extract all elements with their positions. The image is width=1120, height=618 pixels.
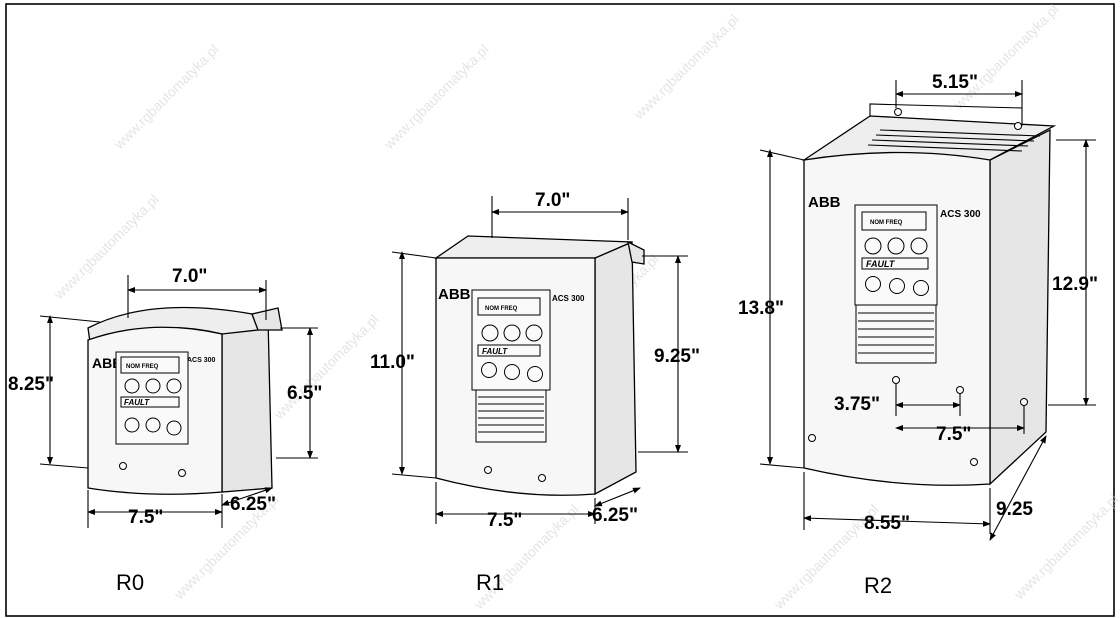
r0-bottom-width-label: 7.5" (128, 507, 163, 528)
r1-frame-label: R1 (476, 570, 504, 595)
r2-loc-button (913, 280, 929, 296)
r0-loc-button (166, 420, 182, 436)
r2-vent (855, 304, 937, 364)
drive-r0: ABB ACS 300 NOM FREQ FAULT 7.0" 8.25" 6.… (8, 266, 322, 595)
r1-brand-logo: ABB (438, 286, 471, 303)
r1-down-button (503, 324, 521, 342)
r1-vent (475, 389, 547, 443)
watermark: www.rgbautomatyka.pl (630, 11, 742, 123)
watermark: www.rgbautomatyka.pl (380, 41, 492, 153)
r2-frame-label: R2 (864, 573, 892, 598)
r2-start-button (865, 276, 881, 292)
r0-start-button (124, 417, 140, 433)
r2-display (861, 211, 927, 231)
r2-brand-logo: ABB (808, 194, 841, 211)
r2-screw (970, 458, 978, 466)
r2-fault-text: FAULT (866, 259, 896, 269)
r0-fault-text: FAULT (124, 398, 150, 407)
r0-height-left-label: 8.25" (8, 374, 54, 395)
r2-bottom-width-label: 8.55" (864, 513, 910, 534)
watermark: www.rgbautomatyka.pl (110, 41, 222, 153)
r0-model-name: ACS 300 (187, 357, 216, 364)
r1-up-button (525, 324, 543, 342)
r0-stop-button (145, 417, 161, 433)
r0-display (120, 356, 180, 374)
r2-stop-button (889, 278, 905, 294)
r1-screw (484, 466, 492, 474)
r0-screw (178, 469, 186, 477)
r2-down-button (887, 237, 905, 255)
r1-stop-button (504, 364, 520, 380)
r0-down-button (145, 378, 161, 394)
r2-screw (1020, 398, 1028, 406)
diagram-frame (5, 3, 1115, 617)
r0-depth-label: 6.25" (230, 494, 276, 515)
r1-height-left-label: 11.0" (370, 352, 415, 373)
r1-side-panel (594, 241, 637, 496)
r1-fault-text: FAULT (482, 347, 508, 356)
r1-depth-label: 6.25" (592, 505, 638, 526)
r2-display-text: NOM FREQ (870, 220, 903, 226)
r2-mounting-plate (869, 103, 1023, 126)
r2-depth-label: 9.25 (996, 499, 1033, 520)
r0-side-panel (221, 317, 273, 493)
r0-bracket (251, 307, 283, 331)
r2-inner-small-label: 3.75" (834, 394, 880, 415)
r1-model-name: ACS 300 (552, 294, 585, 303)
r0-up-button (166, 378, 182, 394)
r1-display (477, 297, 541, 316)
r1-bracket (627, 240, 645, 265)
r2-height-right-label: 12.9" (1052, 274, 1098, 295)
r2-height-left-label: 13.8" (738, 298, 784, 319)
r1-loc-button (527, 366, 543, 382)
r2-reset-button (864, 237, 882, 255)
r1-reset-button (481, 324, 499, 342)
watermark: www.rgbautomatyka.pl (50, 191, 162, 303)
r2-fault-bar (861, 257, 929, 270)
r2-inner-width-label: 7.5" (936, 424, 971, 445)
r2-top-width-label: 5.15" (932, 72, 978, 93)
r2-mount-hole (894, 108, 902, 116)
r2-depth-line (989, 435, 1047, 541)
r2-heatsink-fins (867, 129, 1041, 152)
r2-mount-hole (1014, 122, 1022, 130)
r2-screw (808, 434, 816, 442)
r1-top (433, 235, 633, 259)
r0-display-text: NOM FREQ (126, 364, 159, 370)
r2-bottom-width-line (803, 515, 991, 527)
r1-fault-bar (477, 344, 541, 357)
r2-screw (956, 386, 964, 394)
r2-screw (892, 376, 900, 384)
r1-screw (538, 474, 546, 482)
r0-top-width-label: 7.0" (172, 266, 207, 287)
r1-depth-line (594, 487, 641, 507)
r2-up-button (910, 237, 928, 255)
watermark: www.rgbautomatyka.pl (950, 1, 1062, 113)
r1-bottom-width-label: 7.5" (487, 510, 522, 531)
r1-top-width-label: 7.0" (535, 190, 570, 211)
r1-height-right-label: 9.25" (654, 346, 700, 367)
r0-screw (119, 462, 127, 470)
r0-frame-label: R0 (116, 570, 144, 595)
drive-r1: ABB ACS 300 NOM FREQ FAULT 7.0" (370, 190, 700, 595)
r0-depth-line (221, 487, 273, 506)
drive-r2: ABB ACS 300 NOM FREQ FAULT 5.15" (738, 72, 1098, 598)
r1-start-button (481, 362, 497, 378)
r0-height-right-label: 6.5" (287, 383, 322, 404)
r0-brand-logo: ABB (92, 355, 122, 371)
r2-side-panel (989, 128, 1051, 486)
r1-display-text: NOM FREQ (485, 306, 518, 312)
r0-reset-button (124, 378, 140, 394)
r2-model-name: ACS 300 (940, 209, 981, 220)
r0-fault-bar (120, 396, 180, 408)
